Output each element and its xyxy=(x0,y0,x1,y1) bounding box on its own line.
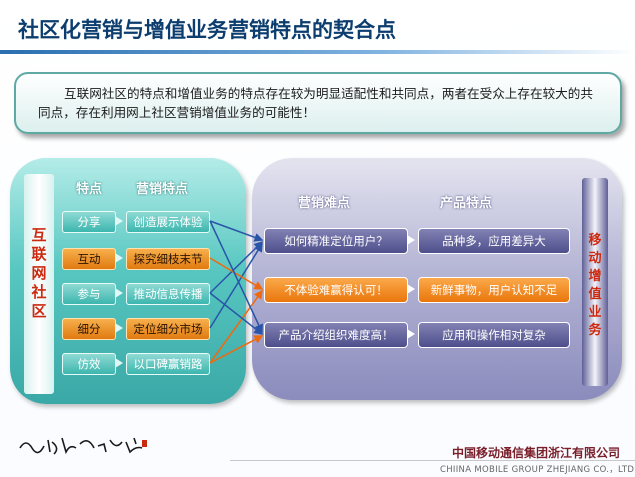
marketing-box-1: 探究细枝末节 xyxy=(126,248,210,270)
value-added-vertical-char: 移 xyxy=(588,233,602,248)
difficulties-header: 营销难点 xyxy=(298,196,351,211)
marketing-box-2: 推动信息传播 xyxy=(126,283,210,305)
community-vertical-bar xyxy=(24,174,54,394)
link-blue-2 xyxy=(209,242,263,329)
link-orange-0 xyxy=(209,257,264,290)
calligraphy-logo xyxy=(19,437,147,455)
product-box-0: 品种多，应用差异大 xyxy=(418,228,570,254)
product-box-1: 新鲜事物，用户认知不足 xyxy=(418,277,570,303)
features-header: 特点 xyxy=(76,182,103,197)
community-vertical-char: 互 xyxy=(31,226,47,244)
row-arrow-icon xyxy=(115,216,123,226)
feature-box-segment: 细分 xyxy=(62,318,116,340)
row-arrows-right xyxy=(407,235,415,339)
row-arrow-icon xyxy=(115,323,123,333)
community-vertical-char: 社 xyxy=(31,283,47,301)
link-blue-1 xyxy=(209,240,264,294)
row-arrow-icon xyxy=(407,329,415,339)
row-arrow-icon xyxy=(407,284,415,294)
company-name-en: CHIINA MOBILE GROUP ZHEJIANG CO.，LTD xyxy=(440,465,635,475)
marketing-box-3: 定位细分市场 xyxy=(126,318,210,340)
link-blue-4 xyxy=(209,220,263,334)
difficulty-box-0: 如何精准定位用户？ xyxy=(264,228,408,254)
marketing-features-header: 营销特点 xyxy=(136,182,189,197)
link-orange-1 xyxy=(209,289,263,364)
feature-box-share: 分享 xyxy=(62,211,116,233)
value-added-vertical-label: 移 动 增 值 业 务 xyxy=(582,232,608,340)
product-box-2: 应用和操作相对复杂 xyxy=(418,322,570,348)
feature-box-interact: 互动 xyxy=(62,248,116,270)
community-vertical-char: 联 xyxy=(31,245,47,263)
row-arrow-icon xyxy=(115,253,123,263)
intro-text: 互联网社区的特点和增值业务的特点存在较为明显适配性和共同点，两者在受众上存在较大… xyxy=(38,86,593,120)
row-arrow-icon xyxy=(407,235,415,245)
value-added-vertical-char: 动 xyxy=(588,251,602,266)
link-blue-0 xyxy=(209,220,264,242)
product-features-header: 产品特点 xyxy=(440,196,493,211)
row-arrows xyxy=(115,216,123,368)
value-added-vertical-char: 值 xyxy=(588,287,602,302)
marketing-box-0: 创造展示体验 xyxy=(126,211,210,233)
difficulty-box-2: 产品介绍组织难度高！ xyxy=(264,322,408,348)
company-name-cn: 中国移动通信集团浙江有限公司 xyxy=(452,446,621,460)
community-vertical-char: 网 xyxy=(31,264,47,282)
intro-callout xyxy=(14,72,622,134)
page-title: 社区化营销与增值业务营销特点的契合点 xyxy=(18,18,396,42)
community-vertical-label: 互 联 网 社 区 xyxy=(24,226,54,321)
community-vertical-char: 区 xyxy=(31,302,47,320)
row-arrow-icon xyxy=(115,358,123,368)
footer-rule xyxy=(230,460,635,461)
value-added-vertical-char: 务 xyxy=(588,323,602,338)
marketing-box-4: 以口碑赢销路 xyxy=(126,353,210,375)
link-blue-3 xyxy=(209,292,264,335)
value-added-vertical-bar xyxy=(582,178,608,386)
value-added-vertical-char: 业 xyxy=(588,305,602,320)
value-added-vertical-char: 增 xyxy=(588,269,602,284)
row-arrow-icon xyxy=(115,288,123,298)
link-orange-2 xyxy=(209,335,264,364)
title-underline xyxy=(0,50,635,54)
difficulty-box-1: 不体验难赢得认可！ xyxy=(264,277,408,303)
